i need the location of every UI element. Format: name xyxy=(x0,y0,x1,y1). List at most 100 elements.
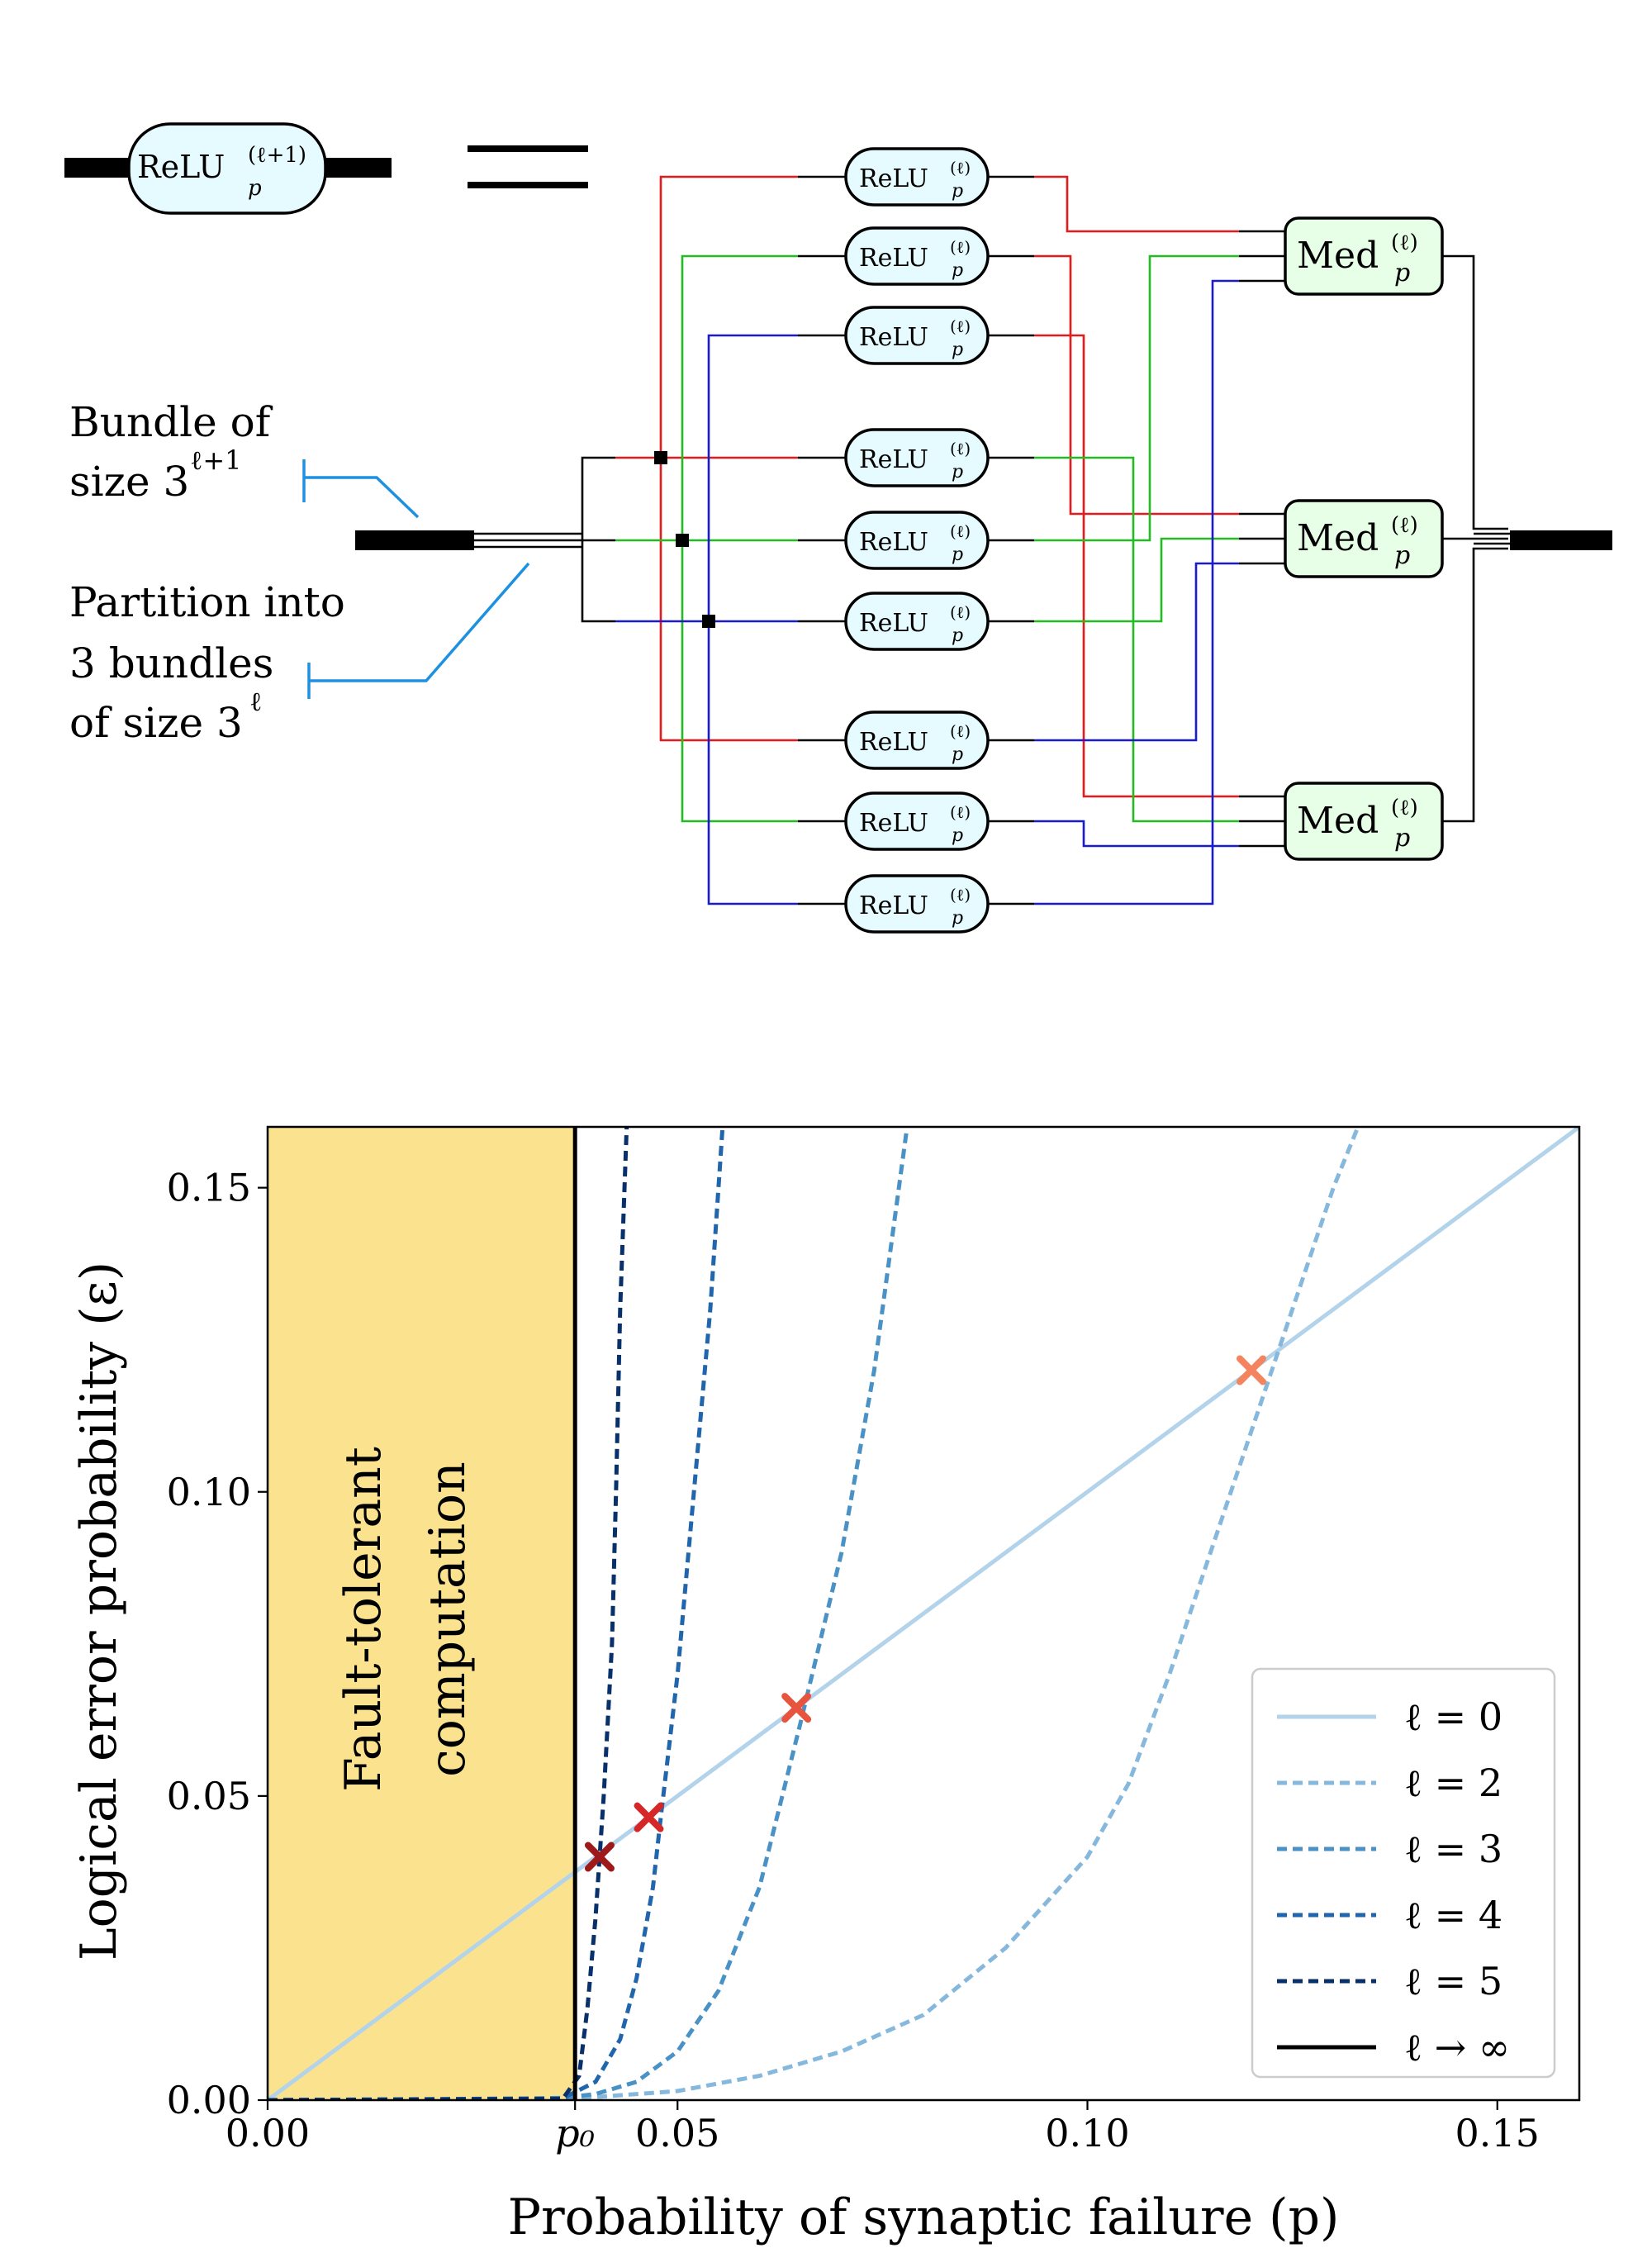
partition-leader xyxy=(309,562,530,682)
median-block-2: Med(ℓ)p xyxy=(1284,499,1444,578)
bundle-leader xyxy=(304,476,420,519)
relu-sub: p xyxy=(952,908,963,929)
relu-label: ReLU xyxy=(859,809,928,838)
relu-label: ReLU xyxy=(859,445,928,474)
relu-box xyxy=(844,147,990,207)
relu-box xyxy=(844,791,990,851)
y-axis-label: Logical error probability (ε) xyxy=(70,1262,128,1960)
plot-frame xyxy=(266,1125,1581,2102)
relu-sup: (ℓ) xyxy=(950,885,971,905)
legend-label-4: ℓ = 5 xyxy=(1404,1959,1502,2003)
series-line-0 xyxy=(268,1127,1579,2100)
region-label-line2: computation xyxy=(419,1461,477,1777)
relu-top-sub: p xyxy=(248,176,262,201)
relu-box xyxy=(844,711,990,770)
median-sub: p xyxy=(1394,824,1410,853)
junction-red xyxy=(654,451,667,464)
input-bundle-wire xyxy=(355,530,474,550)
marker-layer xyxy=(584,1355,1266,1872)
relu-label: ReLU xyxy=(859,609,928,638)
bundle-annotation-sup: ℓ+1 xyxy=(190,444,242,476)
median-block-1: Med (ℓ) p xyxy=(1284,216,1444,296)
relu-block-5: ReLU (ℓ) p xyxy=(844,511,990,570)
relu-sup: (ℓ) xyxy=(950,602,971,622)
region-label-line1: Fault-tolerant xyxy=(335,1447,392,1792)
circuit-diagram: ReLU (ℓ+1) p Bundle of size 3 ℓ+1 Partit… xyxy=(64,122,1612,934)
relu-block-7: ReLU(ℓ)p xyxy=(844,711,990,770)
y-tick-label: 0.05 xyxy=(167,1774,251,1818)
relu-block-1: ReLU (ℓ) p xyxy=(844,147,990,207)
relu-top-sup: (ℓ+1) xyxy=(248,143,306,168)
y-tick-label: 0.10 xyxy=(167,1470,251,1514)
y-tick-label: 0.15 xyxy=(167,1166,251,1210)
partition-annotation-line2: 3 bundles xyxy=(69,639,273,687)
bundle-annotation-line2: size 3 xyxy=(69,458,189,506)
legend-label-2: ℓ = 3 xyxy=(1404,1827,1502,1871)
legend-label-3: ℓ = 4 xyxy=(1404,1893,1502,1937)
median-sup: (ℓ) xyxy=(1391,231,1418,255)
crossover-marker-1 xyxy=(781,1693,812,1723)
junction-green xyxy=(676,534,689,547)
annotation-leaders xyxy=(302,459,530,699)
crossover-marker-0 xyxy=(1237,1355,1266,1385)
relu-label: ReLU xyxy=(859,528,928,557)
relu-io-stubs xyxy=(798,175,1285,905)
relu-sup: (ℓ) xyxy=(950,721,971,741)
x-tick-label: 0.00 xyxy=(225,2111,310,2155)
relu-sub: p xyxy=(952,544,963,565)
relu-block-level-l-plus-1 xyxy=(127,122,327,215)
green-wires xyxy=(615,254,1239,823)
equals-sign-bottom xyxy=(468,182,588,188)
crossover-marker-3 xyxy=(584,1842,615,1872)
legend: ℓ = 0ℓ = 2ℓ = 3ℓ = 4ℓ = 5ℓ → ∞ xyxy=(1251,1667,1556,2079)
relu-top-label: ReLU xyxy=(137,149,225,185)
relu-label: ReLU xyxy=(859,323,928,352)
relu-boxes: ReLU(ℓ)pReLU(ℓ)pReLU(ℓ)pReLU(ℓ)pReLU(ℓ)p… xyxy=(844,147,990,934)
legend-label-1: ℓ = 2 xyxy=(1404,1761,1502,1805)
fault-tolerant-label: Fault-tolerant computation xyxy=(335,1447,477,1792)
relu-label: ReLU xyxy=(859,891,928,920)
median-block-3: Med(ℓ)p xyxy=(1284,782,1444,861)
p0-tick-label: p₀ xyxy=(555,2111,595,2155)
red-wires xyxy=(615,175,1239,798)
relu-sub: p xyxy=(952,462,963,482)
median-label: Med xyxy=(1297,235,1379,277)
fault-tolerant-region xyxy=(268,1127,576,2100)
relu-sub: p xyxy=(952,340,963,360)
blue-wires xyxy=(615,279,1239,905)
relu-sup: (ℓ) xyxy=(950,521,971,541)
x-axis-label: Probability of synaptic failure (p) xyxy=(508,2189,1340,2246)
output-merge-wires xyxy=(1442,254,1512,823)
relu-block-3: ReLU (ℓ) p xyxy=(844,306,990,365)
relu-sup: (ℓ) xyxy=(950,158,971,178)
relu-sup: (ℓ) xyxy=(950,316,971,336)
relu-label: ReLU xyxy=(859,164,928,193)
relu-sup: (ℓ) xyxy=(950,802,971,822)
relu-sub: p xyxy=(952,260,963,281)
crossover-marker-2 xyxy=(634,1802,664,1832)
relu-label: ReLU xyxy=(859,728,928,757)
legend-frame xyxy=(1251,1667,1556,2079)
median-sub: p xyxy=(1394,259,1410,288)
median-label: Med xyxy=(1297,517,1379,559)
relu-block-6: ReLU(ℓ)p xyxy=(844,592,990,651)
series-line-1 xyxy=(268,1127,1360,2100)
relu-box xyxy=(844,592,990,651)
x-tick-label: 0.15 xyxy=(1455,2111,1540,2155)
relu-box xyxy=(844,306,990,365)
relu-box xyxy=(844,428,990,487)
relu-sub: p xyxy=(952,181,963,202)
relu-sub: p xyxy=(952,825,963,846)
y-tick-label: 0.00 xyxy=(167,2078,251,2122)
y-axis-ticks: 0.00 0.05 0.10 0.15 xyxy=(167,1166,268,2122)
partition-annotation-line1: Partition into xyxy=(69,578,345,626)
relu-block-4: ReLU(ℓ)p xyxy=(844,428,990,487)
partition-annotation-line3: of size 3 xyxy=(69,699,243,747)
median-sup: (ℓ) xyxy=(1391,796,1418,820)
legend-label-5: ℓ → ∞ xyxy=(1404,2025,1510,2070)
series-line-2 xyxy=(268,1127,909,2100)
relu-block-2: ReLU(ℓ)p xyxy=(844,226,990,286)
